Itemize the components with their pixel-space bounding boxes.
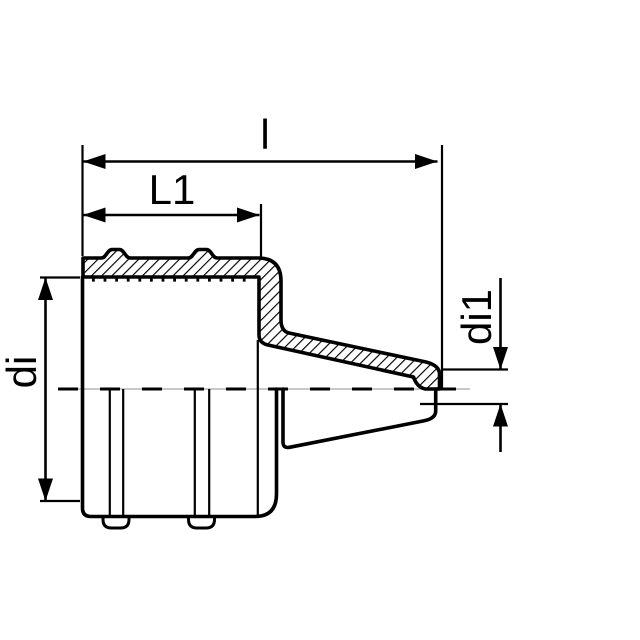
dimension-di1-arrow-top bbox=[493, 347, 508, 370]
dimension-l1-label: L1 bbox=[149, 166, 196, 213]
fitting-body bbox=[80, 247, 442, 530]
dimension-l-label: l bbox=[260, 111, 269, 158]
dimension-l-arrow-right bbox=[415, 154, 438, 169]
rib2-bulge bbox=[187, 516, 216, 530]
dimension-di1-label: di1 bbox=[453, 289, 500, 345]
dimension-l: l bbox=[81, 111, 444, 388]
dimension-di: di bbox=[0, 276, 80, 503]
rib1-bulge bbox=[101, 516, 131, 530]
dimension-di-label: di bbox=[0, 356, 45, 389]
wall-section-hatched bbox=[81, 247, 442, 391]
spigot-lower-outline bbox=[281, 387, 438, 450]
dimension-l1: L1 bbox=[83, 166, 263, 257]
dimension-di1: di1 bbox=[420, 278, 508, 452]
dimension-di-arrow-top bbox=[38, 277, 53, 300]
dimension-l1-arrow-left bbox=[83, 207, 106, 223]
dimension-l-arrow-left bbox=[83, 154, 106, 169]
dimension-di1-arrow-bottom bbox=[493, 404, 508, 427]
dimension-l1-arrow-right bbox=[237, 207, 260, 223]
dimension-di-arrow-bottom bbox=[38, 478, 53, 501]
body-lower-outline bbox=[80, 275, 279, 519]
